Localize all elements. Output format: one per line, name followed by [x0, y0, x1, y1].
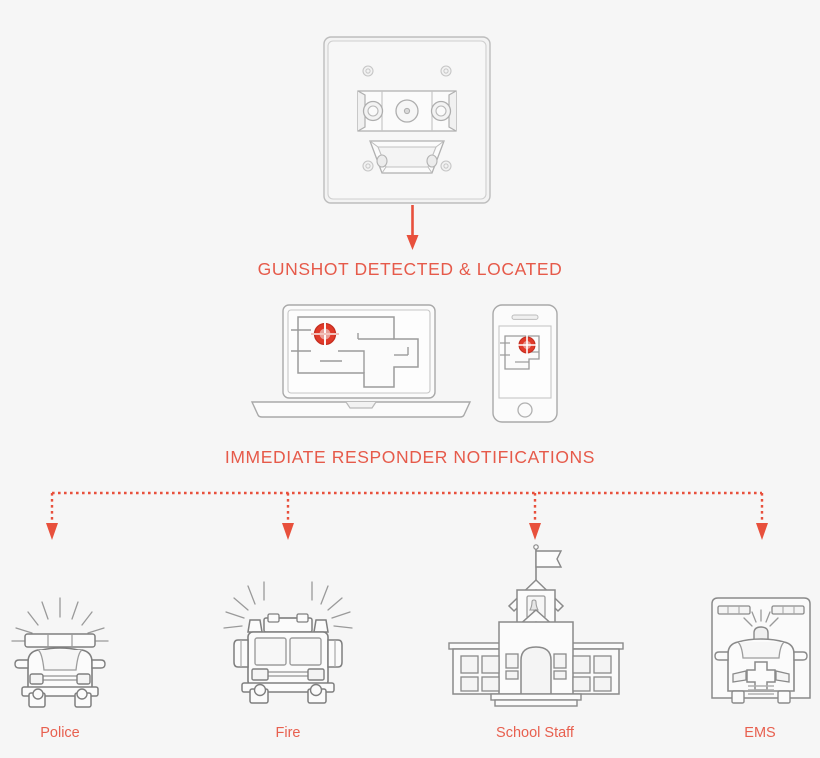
stage-label-gunshot-detected: GUNSHOT DETECTED & LOCATED: [257, 259, 563, 279]
responder-label-police: Police: [40, 725, 80, 741]
gunshot-detection-sensor: [320, 33, 494, 209]
sensor-microphone-module: [369, 140, 445, 174]
laptop-floor-plan-map: [291, 316, 419, 388]
fire-truck-icon: [222, 570, 354, 704]
police-car-icon: [8, 588, 116, 708]
stage-label-responder-notifications: IMMEDIATE RESPONDER NOTIFICATIONS: [224, 447, 596, 467]
laptop: [250, 303, 472, 421]
ambulance-icon: [706, 588, 816, 706]
sensor-to-alert-arrow: [396, 205, 430, 251]
responder-notification-connectors: [0, 486, 820, 548]
gunshot-location-marker: [516, 334, 538, 356]
fire-truck-light-rays: [223, 581, 353, 629]
responder-label-fire: Fire: [275, 725, 301, 741]
smartphone: [490, 303, 562, 425]
gunshot-location-marker: [311, 320, 339, 348]
school-icon: [443, 540, 629, 708]
responder-label-school-staff: School Staff: [496, 725, 574, 741]
sensor-lens-housing: [357, 90, 457, 132]
screw-holes: [362, 65, 452, 172]
ambulance-light-rays: [743, 609, 779, 627]
responder-label-ems: EMS: [744, 725, 776, 741]
phone-floor-plan-map: [500, 334, 540, 370]
